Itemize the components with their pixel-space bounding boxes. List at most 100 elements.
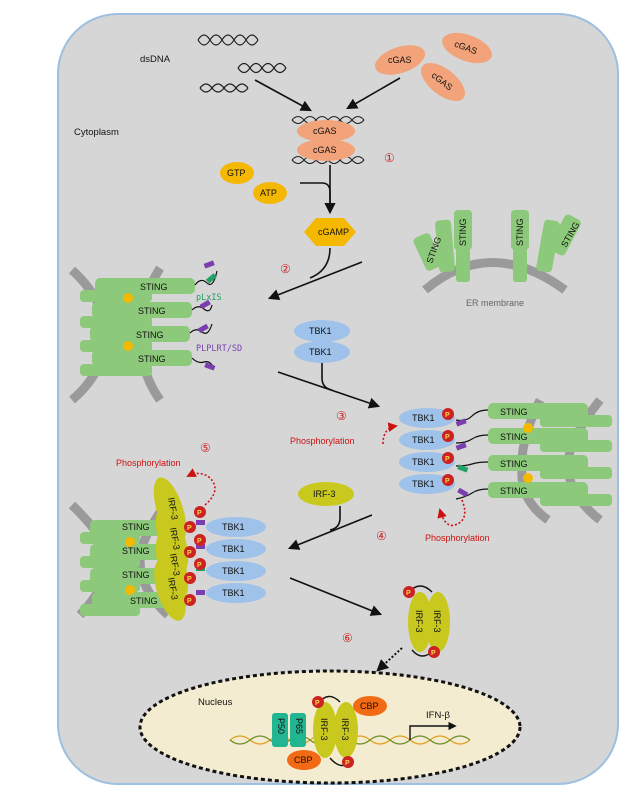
svg-text:TBK1: TBK1 <box>309 347 332 357</box>
svg-text:IRF-3: IRF-3 <box>166 497 180 521</box>
cgas-protein: cGAS <box>374 45 426 75</box>
svg-text:STING: STING <box>500 459 528 469</box>
svg-text:STING: STING <box>515 218 525 246</box>
svg-text:TBK1: TBK1 <box>222 566 245 576</box>
svg-text:TBK1: TBK1 <box>412 435 435 445</box>
arrow <box>289 577 383 616</box>
svg-text:IRF-3: IRF-3 <box>319 718 329 741</box>
cgas-protein: cGAS <box>442 32 492 64</box>
arrow <box>287 514 373 550</box>
svg-text:TBK1: TBK1 <box>309 326 332 336</box>
svg-text:STING: STING <box>122 546 150 556</box>
svg-text:P: P <box>445 412 450 419</box>
dsdna-label: dsDNA <box>140 54 171 65</box>
phospho-arrow <box>382 422 398 445</box>
step-6: ⑥ <box>342 631 353 645</box>
svg-text:ATP: ATP <box>260 188 277 198</box>
svg-text:P50: P50 <box>276 718 286 734</box>
svg-text:STING: STING <box>500 432 528 442</box>
svg-text:STING: STING <box>500 407 528 417</box>
svg-text:P: P <box>445 456 450 463</box>
gtp-molecule: GTP <box>220 162 254 184</box>
phospho-arrow <box>437 499 466 527</box>
svg-text:P: P <box>345 760 350 767</box>
irf3-dimer: IRF-3 IRF-3 P P <box>403 585 450 658</box>
svg-text:P: P <box>187 598 192 605</box>
svg-text:STING: STING <box>138 306 166 316</box>
plxis-label: pLxIS <box>196 293 222 303</box>
atp-molecule: ATP <box>253 182 287 204</box>
step-5: ⑤ <box>200 441 211 455</box>
svg-text:TBK1: TBK1 <box>222 588 245 598</box>
svg-text:P: P <box>187 525 192 532</box>
arrow <box>346 77 401 110</box>
svg-text:CBP: CBP <box>360 701 379 711</box>
irf3-protein: IRF-3 <box>298 482 354 506</box>
svg-text:P65: P65 <box>294 718 304 734</box>
svg-text:cGAMP: cGAMP <box>318 227 349 237</box>
svg-text:IRF-3: IRF-3 <box>313 489 336 499</box>
cytoplasm-label: Cytoplasm <box>74 127 119 138</box>
dotted-arrow <box>376 647 403 672</box>
irf3-cbp-complex: IRF-3 IRF-3 CBP CBP P P <box>287 695 387 770</box>
phosphorylation-label: Phosphorylation <box>290 436 355 446</box>
ifnb-label: IFN-β <box>426 710 450 721</box>
svg-text:GTP: GTP <box>227 168 246 178</box>
svg-text:P: P <box>187 550 192 557</box>
svg-text:IRF-3: IRF-3 <box>168 527 182 551</box>
svg-text:cGAS: cGAS <box>313 145 337 155</box>
svg-text:STING: STING <box>122 570 150 580</box>
tbk1-sting-complex: STING STING STING STING TBK1 TBK1 TBK1 T… <box>399 397 612 524</box>
svg-text:IRF-3: IRF-3 <box>340 718 350 741</box>
svg-text:TBK1: TBK1 <box>222 544 245 554</box>
svg-text:cGAS: cGAS <box>313 126 337 136</box>
svg-text:STING: STING <box>130 596 158 606</box>
arrow <box>329 506 341 531</box>
svg-text:TBK1: TBK1 <box>412 413 435 423</box>
phosphorylation-label: Phosphorylation <box>425 533 490 543</box>
phosphorylation-label: Phosphorylation <box>116 458 181 468</box>
cgamp-molecule: cGAMP <box>304 218 356 246</box>
cgas-protein: cGAS <box>421 62 465 102</box>
svg-text:IRF-3: IRF-3 <box>432 610 442 633</box>
inactive-sting-er: STING STING STING STING <box>413 210 581 294</box>
svg-text:STING: STING <box>458 218 468 246</box>
irf3-tbk1-sting-complex: STING STING STING STING TBK1 TBK1 TBK1 T… <box>68 477 266 621</box>
svg-text:STING: STING <box>500 486 528 496</box>
svg-text:IRF-3: IRF-3 <box>166 577 180 601</box>
arrow <box>267 261 363 300</box>
dsdna-helix <box>199 83 249 93</box>
svg-text:P: P <box>406 590 411 597</box>
svg-text:P: P <box>315 700 320 707</box>
step-3: ③ <box>336 409 347 423</box>
arrow <box>309 247 331 279</box>
step-2: ② <box>280 262 291 276</box>
svg-text:CBP: CBP <box>294 755 313 765</box>
svg-text:STING: STING <box>140 282 168 292</box>
svg-text:P: P <box>445 478 450 485</box>
svg-text:STING: STING <box>138 354 166 364</box>
arrow <box>277 371 381 409</box>
svg-text:P: P <box>187 576 192 583</box>
svg-text:cGAS: cGAS <box>388 55 412 65</box>
svg-text:TBK1: TBK1 <box>412 457 435 467</box>
dsdna-helix <box>237 62 287 74</box>
transcription-arrow <box>409 721 457 740</box>
p65-protein: P65 <box>290 713 306 747</box>
svg-text:P: P <box>197 538 202 545</box>
svg-text:STING: STING <box>136 330 164 340</box>
svg-text:STING: STING <box>122 522 150 532</box>
svg-text:IRF-3: IRF-3 <box>168 553 182 577</box>
svg-text:TBK1: TBK1 <box>412 479 435 489</box>
svg-text:TBK1: TBK1 <box>222 522 245 532</box>
sting-oligomer-left: STING STING STING STING <box>68 260 218 404</box>
nucleus-label: Nucleus <box>198 697 233 708</box>
arrow <box>254 79 312 112</box>
svg-text:P: P <box>431 650 436 657</box>
step-1: ① <box>384 151 395 165</box>
svg-text:P: P <box>197 510 202 517</box>
plplrt-label: PLPLRT/SD <box>196 344 242 354</box>
tbk1-dimer: TBK1 TBK1 <box>294 320 350 363</box>
svg-text:P: P <box>197 562 202 569</box>
